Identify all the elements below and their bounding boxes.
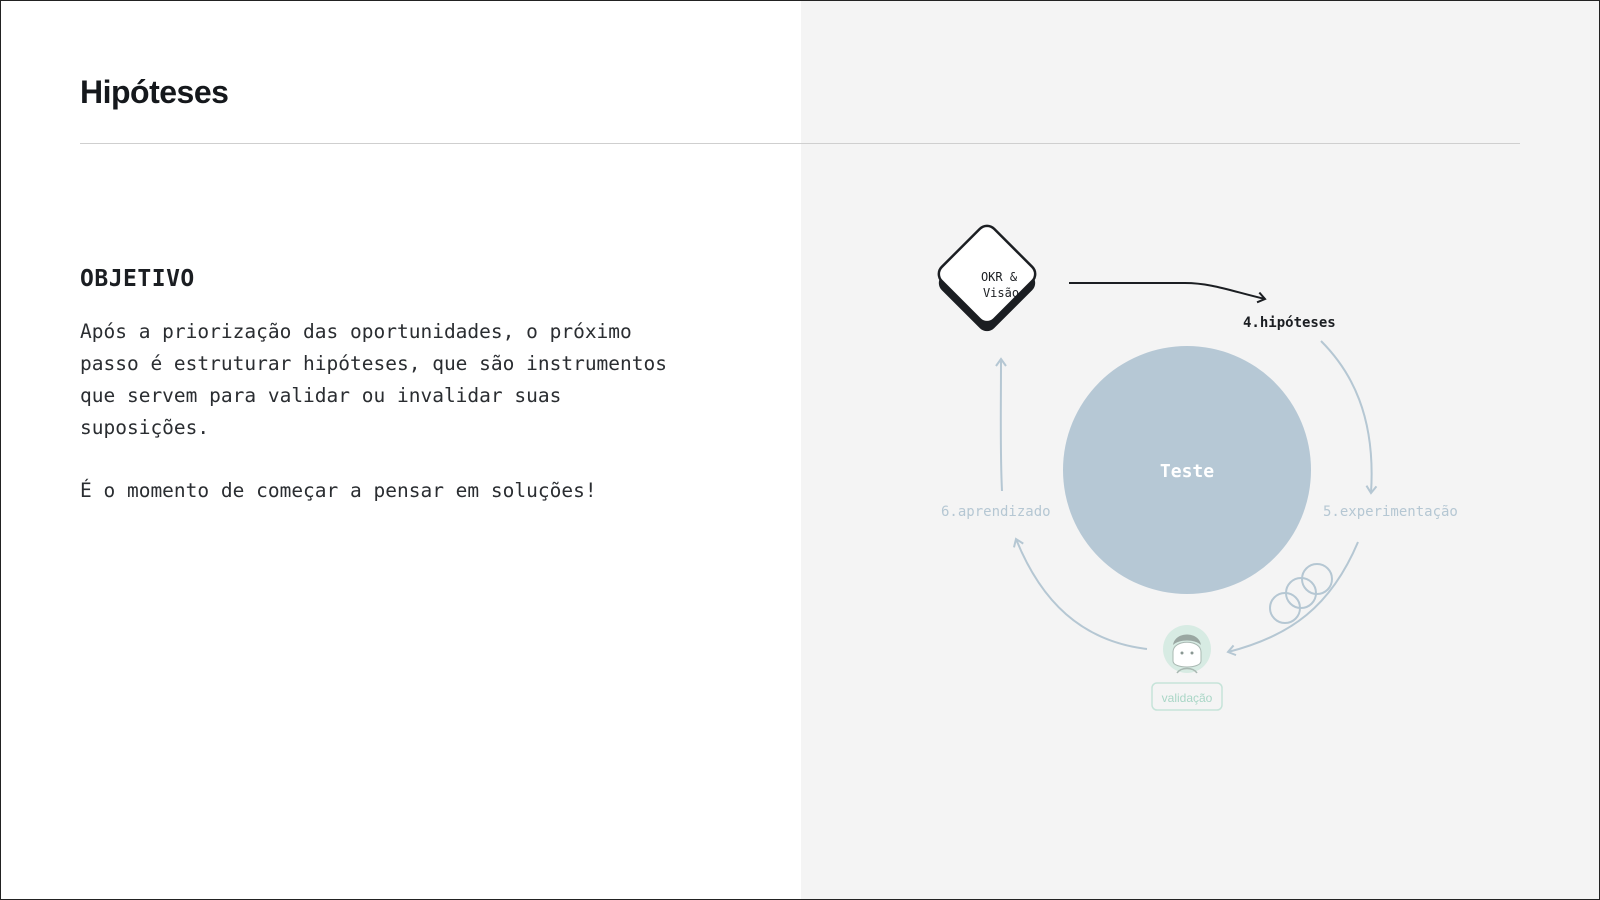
cycle-diagram: OKR & Visão Teste 4.hipóteses 5.experime… xyxy=(937,224,1458,711)
objective-heading: OBJETIVO xyxy=(80,266,195,292)
learning-to-okr-arrow xyxy=(995,357,1007,492)
title-divider xyxy=(80,143,1520,144)
okr-label-line2: Visão xyxy=(983,286,1019,300)
okr-to-hypotheses-arrow xyxy=(1069,282,1267,304)
closing-text: É o momento de começar a pensar em soluç… xyxy=(80,479,597,502)
step-learning-label: 6.aprendizado xyxy=(941,504,1051,520)
validation-avatar xyxy=(1163,625,1211,674)
okr-label-line1: OKR & xyxy=(981,270,1018,284)
objective-text: Após a priorização das oportunidades, o … xyxy=(80,320,667,439)
validation-label: validação xyxy=(1162,691,1213,705)
step-experimentation-label: 5.experimentação xyxy=(1323,504,1458,520)
okr-diamond: OKR & Visão xyxy=(937,224,1037,332)
validation-badge xyxy=(1151,682,1223,711)
page-title: Hipóteses xyxy=(80,74,229,110)
iteration-loops-icon xyxy=(1269,563,1333,624)
center-circle xyxy=(1063,346,1311,594)
step-hypotheses-label: 4.hipóteses xyxy=(1243,315,1336,331)
center-label: Teste xyxy=(1160,461,1214,482)
validation-to-learning-arrow xyxy=(1013,537,1148,650)
hypotheses-to-experimentation-arrow xyxy=(1320,340,1378,495)
experimentation-to-validation-arrow xyxy=(1226,541,1359,657)
